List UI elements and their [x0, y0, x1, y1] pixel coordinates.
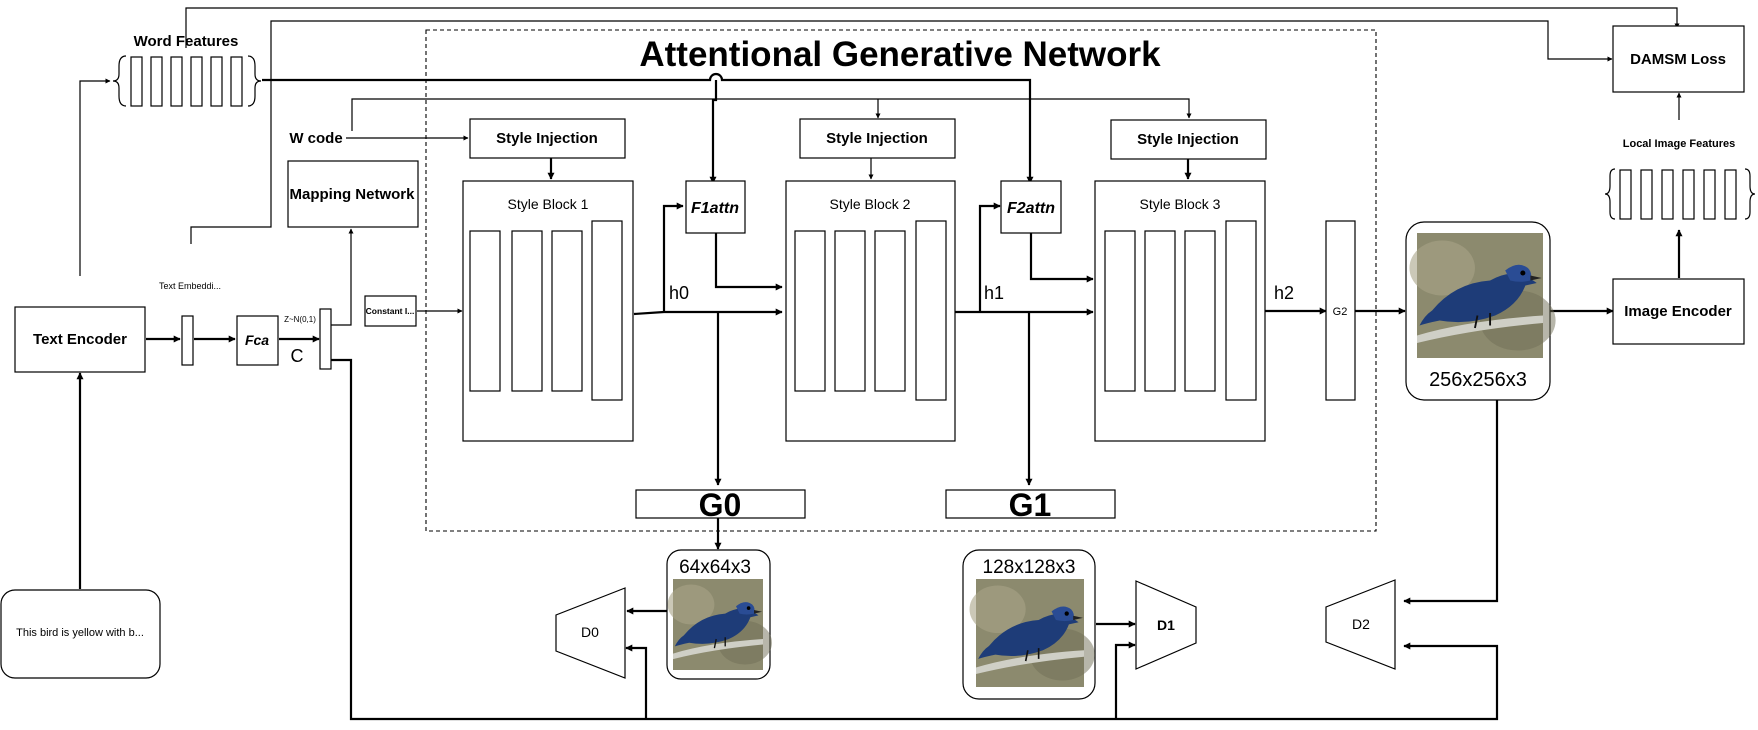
res-256-label: 256x256x3: [1429, 369, 1527, 391]
style-injection-1: Style Injection: [469, 118, 626, 159]
local-image-features-label: Local Image Features: [1623, 138, 1736, 150]
f1attn-box: F1attn: [685, 180, 746, 234]
d2-label: D2: [1352, 616, 1370, 632]
style-block-3-label: Style Block 3: [1140, 196, 1221, 212]
style-block-1: Style Block 1: [462, 180, 634, 442]
h2-label: h2: [1274, 283, 1294, 303]
g0-label: G0: [699, 487, 742, 523]
mapping-network-label: Mapping Network: [289, 186, 415, 203]
c-label: C: [291, 346, 304, 366]
res-128-label: 128x128x3: [983, 557, 1076, 578]
g1-box: G1: [945, 487, 1116, 523]
f2attn-box: F2attn: [1000, 180, 1062, 234]
f2attn-label: F2attn: [1007, 200, 1055, 217]
h1-label: h1: [984, 283, 1004, 303]
style-injection-1-label: Style Injection: [496, 130, 598, 147]
bird-image-64: [666, 578, 773, 671]
style-injection-2-label: Style Injection: [826, 130, 928, 147]
g0-box: G0: [635, 487, 806, 523]
image-encoder-box: Image Encoder: [1612, 278, 1745, 345]
style-injection-3-label: Style Injection: [1137, 131, 1239, 148]
style-block-2-label: Style Block 2: [830, 196, 911, 212]
damsm-loss-label: DAMSM Loss: [1630, 51, 1726, 68]
noise-label: Z~N(0,1): [284, 315, 316, 324]
g1-label: G1: [1009, 487, 1052, 523]
g2-label: G2: [1333, 306, 1348, 318]
text-encoder-label: Text Encoder: [33, 331, 127, 348]
fca-box: Fca: [236, 315, 279, 366]
image-encoder-label: Image Encoder: [1624, 303, 1732, 320]
style-block-2: Style Block 2: [785, 180, 956, 442]
output-image-256: 256x256x3: [1405, 221, 1557, 401]
fca-label: Fca: [245, 332, 269, 348]
discriminator-d1: D1: [1135, 580, 1197, 670]
network-title: Attentional Generative Network: [639, 35, 1161, 74]
f1attn-label: F1attn: [691, 200, 739, 217]
discriminator-d0: D0: [555, 587, 626, 679]
constant-input-label: Constant I...: [366, 306, 415, 316]
local-image-features: Local Image Features: [1604, 138, 1756, 220]
mapping-network-box: Mapping Network: [287, 160, 419, 228]
generative-network-container: [425, 29, 1377, 532]
bird-image-128: [968, 578, 1096, 688]
connectors: [76, 7, 1683, 721]
res-64-label: 64x64x3: [679, 557, 751, 578]
discriminator-d2: D2: [1325, 579, 1396, 670]
bird-image-256: [1408, 232, 1557, 359]
output-image-128: 128x128x3: [962, 549, 1096, 700]
d0-label: D0: [581, 624, 599, 640]
output-image-64: 64x64x3: [666, 549, 773, 680]
style-injection-2: Style Injection: [799, 118, 956, 159]
damsm-loss-box: DAMSM Loss: [1612, 25, 1745, 93]
w-code-label: W code: [289, 130, 342, 147]
input-text-box: This bird is yellow with b...: [0, 589, 161, 679]
word-features: Word Features: [112, 33, 262, 107]
style-injection-3: Style Injection: [1110, 119, 1267, 160]
style-block-1-label: Style Block 1: [508, 196, 589, 212]
sentence-embedding-bar: [181, 315, 194, 366]
text-encoder-box: Text Encoder: [14, 306, 146, 373]
h0-label: h0: [669, 283, 689, 303]
word-features-label: Word Features: [134, 33, 239, 50]
g2-box: G2: [1325, 220, 1356, 401]
concat-bar: [319, 308, 332, 370]
d1-label: D1: [1157, 617, 1175, 633]
input-text-label: This bird is yellow with b...: [16, 627, 144, 639]
style-block-3: Style Block 3: [1094, 180, 1266, 442]
text-embedding-label: Text Embeddi...: [159, 281, 221, 291]
constant-input-box: Constant I...: [364, 295, 417, 327]
